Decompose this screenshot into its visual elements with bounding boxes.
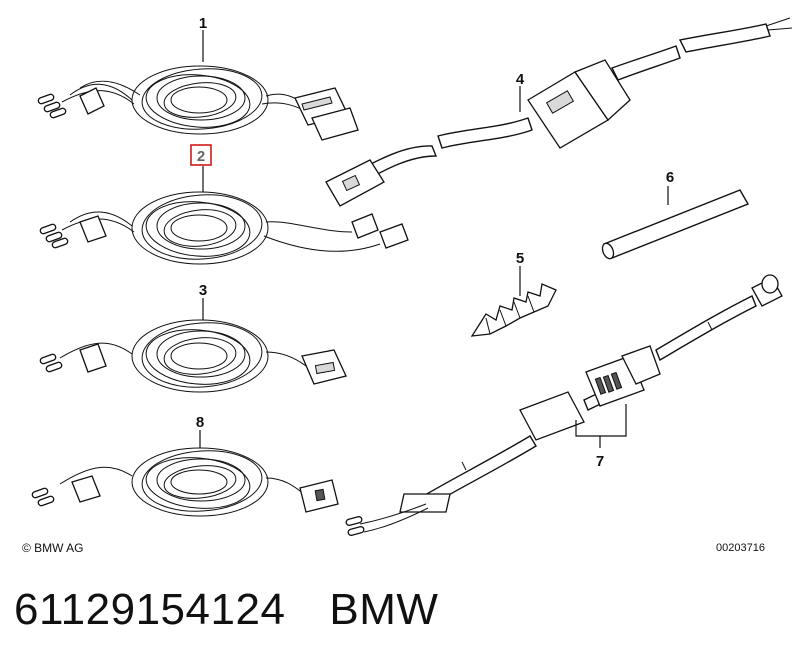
terminal-ends-1 xyxy=(37,87,105,119)
callout-2: 2 xyxy=(197,148,205,165)
callout-3: 3 xyxy=(199,282,207,299)
document-number: 00203716 xyxy=(716,542,765,554)
parts-diagram: 1 2 3 8 4 6 5 7 xyxy=(31,15,793,536)
part-number: 61129154124 xyxy=(14,585,286,634)
callout-6: 6 xyxy=(666,169,674,186)
part-6 xyxy=(601,186,750,260)
callout-2-highlight xyxy=(190,144,212,166)
connector-3 xyxy=(301,349,347,385)
callout-7: 7 xyxy=(596,453,604,470)
harness-3 xyxy=(39,298,347,393)
part-7 xyxy=(345,274,783,536)
connectors-2 xyxy=(351,213,409,249)
callout-4: 4 xyxy=(516,71,525,88)
harness-8 xyxy=(31,430,339,517)
connector-8 xyxy=(299,479,339,513)
terminal-ends-8 xyxy=(31,475,101,507)
part-5 xyxy=(470,266,557,337)
connector-1 xyxy=(294,87,359,141)
terminal-ends-3 xyxy=(39,343,107,373)
footer-caption: 61129154124 BMW xyxy=(14,585,438,635)
part-4 xyxy=(325,17,793,207)
brand-name: BMW xyxy=(329,585,439,634)
callout-8: 8 xyxy=(196,414,204,431)
harness-1 xyxy=(37,30,359,141)
terminal-ends-2 xyxy=(39,215,107,249)
copyright-label: © BMW AG xyxy=(22,541,84,555)
callout-5: 5 xyxy=(516,250,524,267)
callout-1: 1 xyxy=(199,15,207,32)
harness-2 xyxy=(39,166,409,265)
